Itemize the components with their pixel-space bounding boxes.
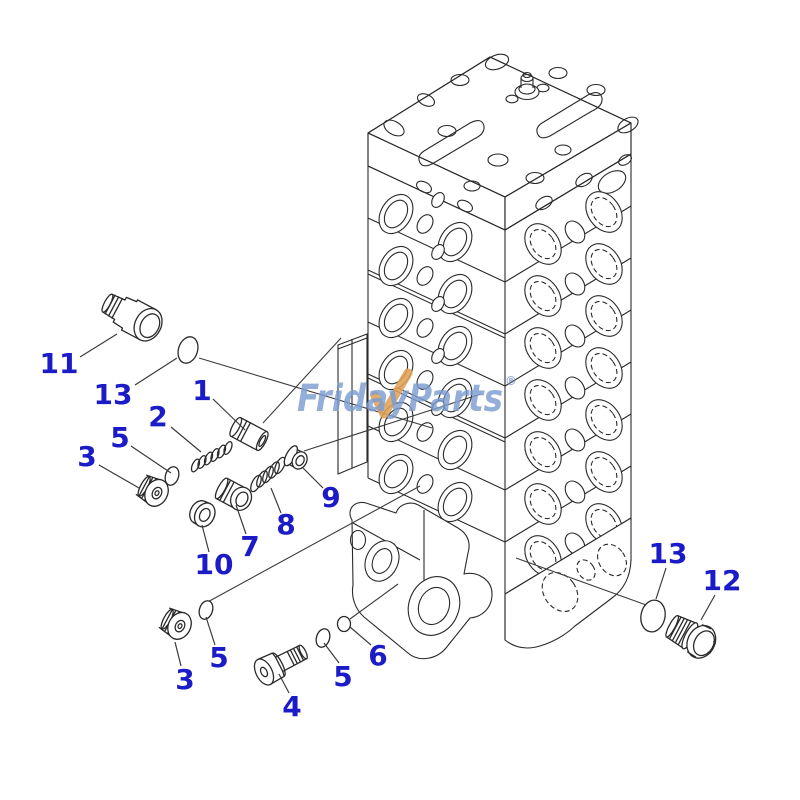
leader-line-5 xyxy=(323,642,340,664)
axis-line-2 xyxy=(262,337,342,424)
callout-label-5: 5 xyxy=(209,641,228,674)
callout-label-11: 11 xyxy=(40,347,79,380)
callout-label-3: 3 xyxy=(77,440,96,473)
leader-line-8 xyxy=(270,487,282,514)
part-12-hex-plug xyxy=(665,614,717,659)
valve-body-outline xyxy=(367,56,632,640)
axis-line-6 xyxy=(349,583,399,620)
leader-line-3 xyxy=(174,641,182,667)
axis-lines xyxy=(198,337,650,620)
callout-label-10: 10 xyxy=(195,548,234,581)
part-7-valve-seat xyxy=(214,477,253,511)
watermark-check-icon xyxy=(370,368,413,419)
leader-line-5 xyxy=(205,616,216,646)
watermark: FridayParts ® xyxy=(297,368,517,420)
leader-line-7 xyxy=(235,504,247,535)
valve-body-left-face xyxy=(367,165,506,543)
valve-body-foot xyxy=(349,501,493,660)
callout-label-1: 1 xyxy=(192,374,211,407)
watermark-text: FridayParts xyxy=(297,377,503,420)
axis-line-1 xyxy=(198,357,433,429)
callout-label-13: 13 xyxy=(94,378,133,411)
axis-line-4 xyxy=(203,485,421,605)
part-5-washer-lower-mid xyxy=(313,626,333,650)
leader-line-10 xyxy=(201,524,210,553)
valve-body-right-face xyxy=(504,153,632,595)
leader-line-13 xyxy=(134,357,178,386)
part-4-bolt xyxy=(253,644,308,686)
leader-line-6 xyxy=(349,626,372,646)
axis-line-5 xyxy=(515,557,650,607)
callout-label-2: 2 xyxy=(148,400,167,433)
leader-line-11 xyxy=(79,333,118,358)
callout-label-3: 3 xyxy=(175,663,194,696)
part-13-ball-right xyxy=(640,599,666,633)
callout-label-12: 12 xyxy=(703,564,742,597)
callout-label-5: 5 xyxy=(333,660,352,693)
valve-body xyxy=(349,53,639,660)
callout-label-8: 8 xyxy=(276,508,295,541)
leader-line-13 xyxy=(655,567,667,600)
leader-line-4 xyxy=(278,673,290,694)
part-13-ball-left xyxy=(177,336,199,364)
part-3-plug-lower xyxy=(156,604,197,645)
leader-line-3 xyxy=(98,464,140,489)
leader-line-5 xyxy=(130,445,172,474)
valve-body-bottom-right xyxy=(504,517,632,649)
part-8-spring xyxy=(247,455,289,494)
leader-lines xyxy=(79,333,716,694)
watermark-registered-mark: ® xyxy=(505,374,517,388)
leader-line-1 xyxy=(212,398,246,431)
axis-line-3 xyxy=(303,393,482,452)
part-11-relief-valve xyxy=(101,293,163,342)
part-9-bushing xyxy=(283,445,308,470)
callout-label-13: 13 xyxy=(649,537,688,570)
callout-label-9: 9 xyxy=(321,481,340,514)
part-6-ball xyxy=(336,615,352,633)
part-2-spring xyxy=(189,439,235,474)
leader-line-9 xyxy=(302,467,324,489)
leader-line-12 xyxy=(700,594,716,621)
callout-label-6: 6 xyxy=(368,639,387,672)
top-fitting xyxy=(505,71,550,104)
part-10-nut xyxy=(189,500,216,528)
callout-label-4: 4 xyxy=(282,690,301,723)
callout-label-7: 7 xyxy=(240,530,259,563)
leader-line-2 xyxy=(170,426,202,453)
callout-label-5: 5 xyxy=(110,421,129,454)
